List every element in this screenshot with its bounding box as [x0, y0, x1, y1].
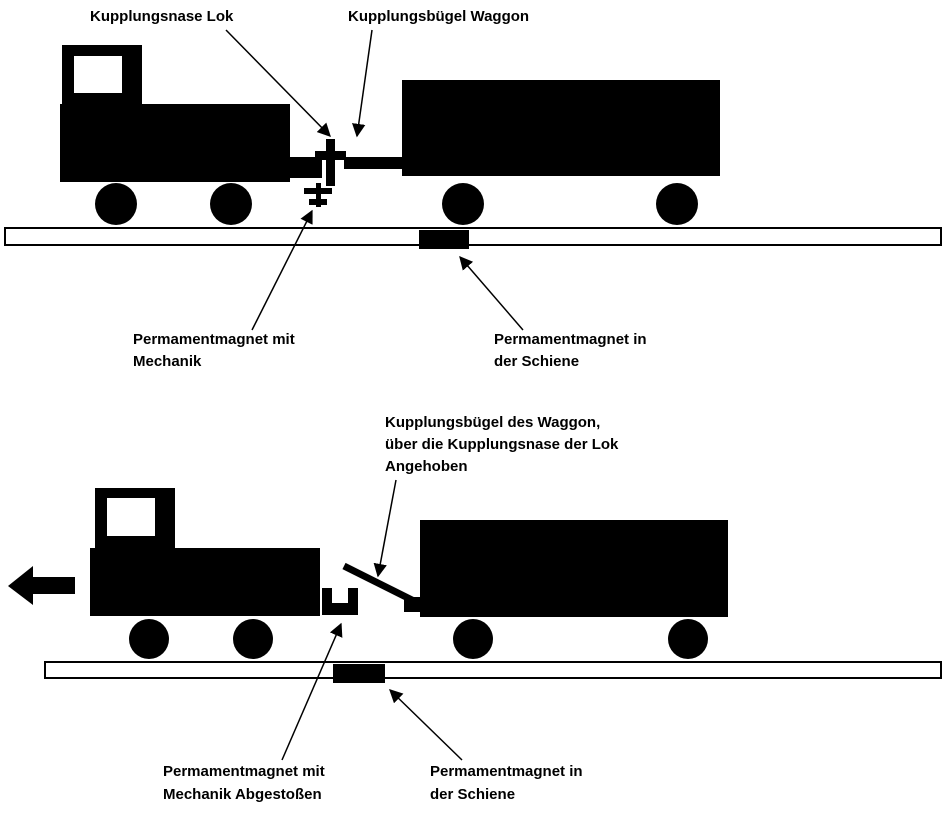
loco-wheel-3: [129, 619, 169, 659]
arrow-magnet-mechanik-icon: [251, 209, 313, 331]
arrow-magnet-schiene2-icon: [389, 689, 463, 761]
label-magnet-mechanik-line2: Mechanik: [133, 353, 202, 370]
loco-cab-window: [74, 56, 122, 93]
loco-coupling-arm: [288, 157, 322, 178]
label-magnet-schiene-line2: der Schiene: [494, 353, 579, 370]
label-buegel-line2: über die Kupplungsnase der Lok: [385, 436, 619, 453]
rail: [4, 227, 942, 246]
loco-body: [60, 104, 290, 182]
arrow-kupplungsnase-icon: [225, 29, 331, 137]
label-magnet-schiene-line1: Permamentmagnet in: [494, 331, 647, 348]
loco-wheel-4: [233, 619, 273, 659]
label-kupplungsbuegel-waggon: Kupplungsbügel Waggon: [348, 8, 529, 25]
label-buegel-line3: Angehoben: [385, 458, 468, 475]
loco-cab-window-2: [107, 498, 155, 536]
magnet-mechanism-stem: [316, 183, 321, 207]
label-magnet-schiene2-line2: der Schiene: [430, 786, 515, 803]
label-magnet-mechanik2-line2: Mechanik Abgestoßen: [163, 786, 322, 803]
arrow-buegel-icon: [373, 479, 397, 578]
loco-body-2: [90, 548, 320, 616]
arrow-kupplungsbuegel-icon: [352, 29, 373, 138]
bottom-diagram: Kupplungsbügel des Waggon, über die Kupp…: [8, 414, 942, 803]
label-buegel-line1: Kupplungsbügel des Waggon,: [385, 414, 600, 431]
loco-wheel-2: [210, 183, 252, 225]
coupling-nose-cross: [315, 151, 346, 160]
label-magnet-mechanik-line1: Permamentmagnet mit: [133, 331, 295, 348]
wagon-body-2: [420, 520, 728, 617]
rail-magnet-2: [333, 664, 385, 683]
wagon-wheel-2: [656, 183, 698, 225]
top-diagram: Kupplungsnase Lok Kupplungsbügel Waggon: [4, 8, 942, 370]
wagon-body: [402, 80, 720, 176]
coupling-nose-vertical: [326, 139, 335, 186]
wagon-wheel-3: [453, 619, 493, 659]
arrow-magnet-mechanik2-icon: [281, 622, 343, 761]
wagon-wheel-4: [668, 619, 708, 659]
rail-2: [44, 661, 942, 679]
motion-left-arrow-icon: [8, 566, 75, 605]
loco-coupling-hook-gap: [332, 588, 348, 603]
label-magnet-schiene2-line1: Permamentmagnet in: [430, 763, 583, 780]
wagon-coupling-bar: [344, 157, 404, 169]
label-kupplungsnase-lok: Kupplungsnase Lok: [90, 8, 234, 25]
rail-magnet: [419, 230, 469, 249]
arrow-magnet-schiene-icon: [459, 255, 524, 331]
loco-wheel-1: [95, 183, 137, 225]
magnet-mechanism-foot: [309, 199, 327, 205]
label-magnet-mechanik2-line1: Permamentmagnet mit: [163, 763, 325, 780]
magnet-mechanism-crossbar: [304, 188, 332, 194]
wagon-wheel-1: [442, 183, 484, 225]
